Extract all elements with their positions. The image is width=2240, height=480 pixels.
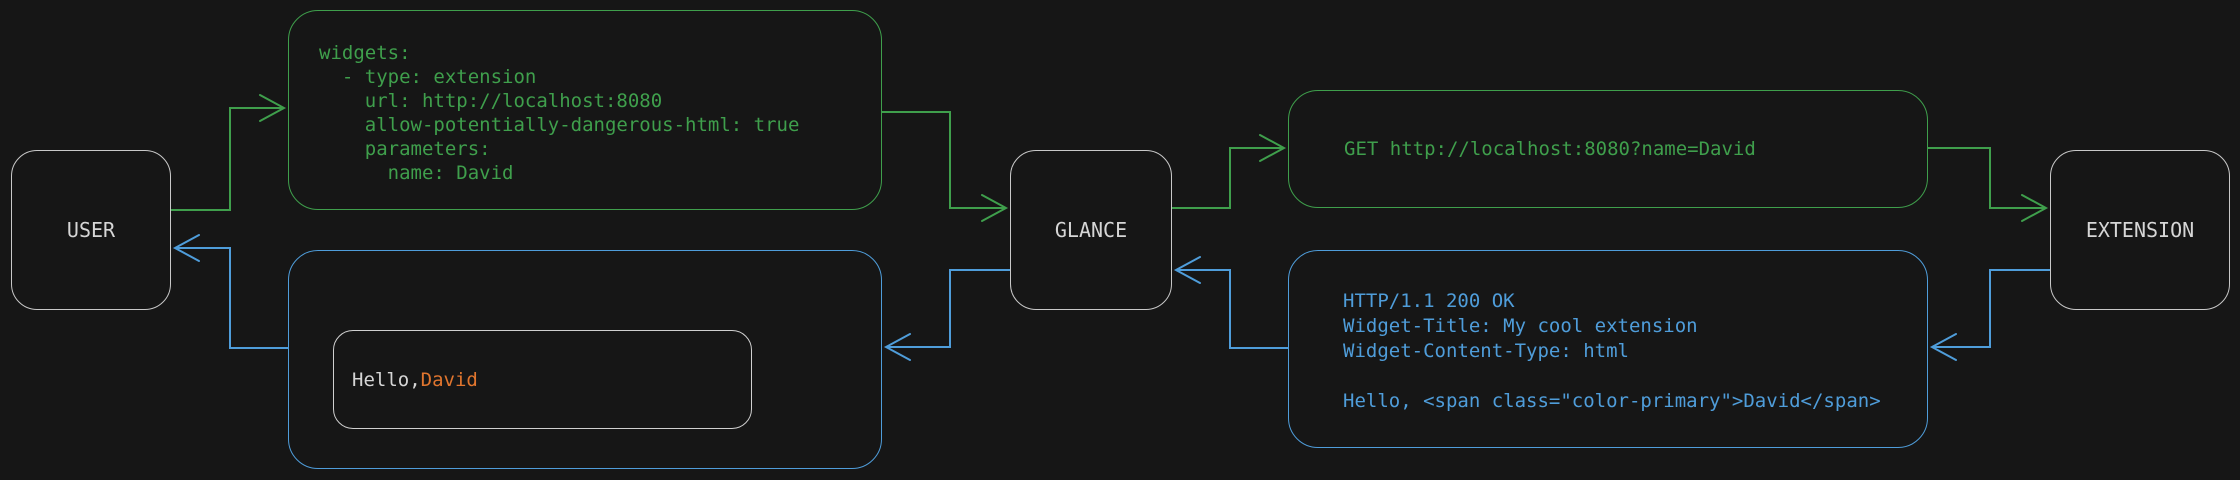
user-node-label: USER: [66, 218, 116, 242]
greeting-name: David: [420, 368, 478, 391]
glance-node-label: GLANCE: [1054, 218, 1128, 242]
extension-node-label: EXTENSION: [2085, 218, 2195, 242]
extension-node: EXTENSION: [2050, 150, 2230, 310]
http-response-box: HTTP/1.1 200 OK Widget-Title: My cool ex…: [1288, 250, 1928, 448]
config-yaml-code: widgets: - type: extension url: http://l…: [319, 42, 800, 184]
arrow-response-to-glance: [1173, 256, 1289, 349]
config-yaml-box: widgets: - type: extension url: http://l…: [288, 10, 882, 210]
arrow-config-to-glance: [881, 111, 1009, 222]
arrow-glance-to-widget: [883, 269, 1011, 361]
arrow-extension-to-response: [1929, 269, 2051, 361]
rendered-widget-box: MY COOL EXTENSION Hello, David: [288, 250, 882, 469]
http-request-box: GET http://localhost:8080?name=David: [1288, 90, 1928, 208]
glance-node: GLANCE: [1010, 150, 1172, 310]
user-node: USER: [11, 150, 171, 310]
http-response-code: HTTP/1.1 200 OK Widget-Title: My cool ex…: [1343, 290, 1881, 412]
greeting-prefix: Hello,: [352, 368, 421, 391]
http-request-code: GET http://localhost:8080?name=David: [1344, 138, 1756, 160]
arrow-glance-to-request: [1171, 134, 1287, 209]
arrow-widget-to-user: [172, 234, 289, 349]
arrow-user-to-config: [170, 94, 287, 211]
arrow-request-to-extension: [1927, 147, 2049, 222]
widget-greeting-box: Hello, David: [333, 330, 752, 429]
